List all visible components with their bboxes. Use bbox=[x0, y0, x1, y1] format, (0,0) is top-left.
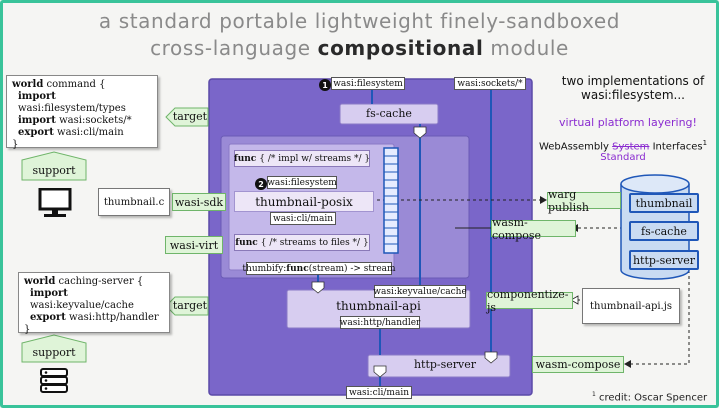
code-keyword: world bbox=[24, 276, 56, 287]
thumbify-func-kw: func bbox=[286, 263, 309, 274]
wasi-filesystem-import: wasi:filesystem bbox=[331, 77, 405, 90]
target-label-bottom: target bbox=[172, 299, 208, 312]
wasi-virt-tool: wasi-virt bbox=[165, 236, 223, 254]
code-text: command { bbox=[43, 79, 106, 90]
code-text: } bbox=[24, 324, 31, 335]
wasi-keyvalue-cache-import: wasi:keyvalue/cache bbox=[373, 285, 467, 298]
http-server-label: http-server bbox=[413, 358, 477, 371]
support-label-bottom: support bbox=[32, 346, 76, 359]
wasi-cli-main-export: wasi:cli/main bbox=[346, 386, 412, 399]
code-text: caching-server { bbox=[55, 276, 144, 287]
wasi-sockets-import: wasi:sockets/* bbox=[454, 77, 526, 90]
warg-publish-tool: warg publish bbox=[547, 188, 621, 214]
code-text: wasi:keyvalue/cache bbox=[30, 300, 134, 311]
code-keyword: export bbox=[30, 312, 66, 323]
marker-1: 1 bbox=[319, 79, 331, 91]
computer-icon bbox=[38, 188, 72, 217]
thumbnail-posix-label: thumbnail-posix bbox=[234, 191, 374, 212]
code-text: } bbox=[12, 139, 19, 150]
footnote-text: credit: Oscar Spencer bbox=[595, 392, 708, 404]
code-keyword: import bbox=[18, 91, 56, 102]
footnote-mark: 1 bbox=[592, 391, 596, 398]
marker-2: 2 bbox=[255, 178, 267, 190]
func-streams-to-files: func{ /* streams to files */ } bbox=[234, 234, 370, 251]
wasi-cli-main-export-inner: wasi:cli/main bbox=[270, 212, 336, 225]
wasi-standard-note: WebAssembly System Interfaces1 Standard bbox=[528, 139, 718, 163]
note-standard: Standard bbox=[600, 152, 646, 164]
two-implementations-note: two implementations of wasi:filesystem..… bbox=[553, 74, 713, 102]
wasi-sdk-tool: wasi-sdk bbox=[172, 193, 226, 211]
registry-item: fs-cache bbox=[629, 221, 699, 241]
wasm-compose-tool-top: wasm-compose bbox=[491, 216, 576, 242]
thumbnail-api-label: thumbnail-api bbox=[336, 299, 421, 313]
componentize-js-tool: componentize-js bbox=[486, 288, 573, 314]
wasi-filesystem-import-inner: wasi:filesystem bbox=[267, 176, 337, 189]
func-keyword: func bbox=[233, 153, 257, 164]
http-server-panel bbox=[367, 354, 511, 378]
wasm-compose-tool-bottom: wasm-compose bbox=[532, 356, 624, 373]
func-impl-streams: func{ /* impl w/ streams */ } bbox=[234, 150, 370, 167]
code-text: wasi:filesystem/types bbox=[18, 103, 126, 114]
note-footnote-mark: 1 bbox=[702, 139, 708, 147]
slide-title-line2: cross-language compositional module bbox=[0, 36, 719, 60]
thumbify-type: (stream) -> stream bbox=[308, 263, 396, 274]
code-keyword: import bbox=[30, 288, 68, 299]
wasi-http-handler-export: wasi:http/handler bbox=[339, 316, 421, 329]
code-keyword: world bbox=[12, 79, 44, 90]
note-text: WebAssembly bbox=[538, 141, 613, 153]
fs-cache-label: fs-cache bbox=[366, 107, 412, 120]
world-command-code: world command { import wasi:filesystem/t… bbox=[6, 75, 158, 150]
registry-item: http-server bbox=[629, 250, 699, 270]
note-line: wasi:filesystem... bbox=[581, 88, 685, 102]
server-icon bbox=[40, 368, 68, 393]
world-caching-server-code: world caching-server { import wasi:keyva… bbox=[18, 272, 170, 335]
support-label-top: support bbox=[32, 164, 76, 177]
code-text: wasi:cli/main bbox=[53, 127, 124, 138]
thumbify-name: thumbify: bbox=[242, 263, 287, 274]
func-body: { /* streams to files */ } bbox=[260, 237, 369, 248]
fs-cache-panel bbox=[339, 103, 439, 125]
thumbify-signature: thumbify: func(stream) -> stream bbox=[242, 262, 396, 275]
title-post: module bbox=[483, 36, 569, 60]
thumbnail-c-file: thumbnail.c bbox=[98, 188, 170, 216]
title-pre: cross-language bbox=[150, 36, 318, 60]
target-label-top: target bbox=[172, 110, 208, 123]
note-struck: System bbox=[612, 141, 650, 153]
func-keyword: func bbox=[235, 237, 258, 248]
credit-footnote: 1 credit: Oscar Spencer bbox=[592, 391, 707, 403]
registry-item: thumbnail bbox=[629, 193, 699, 213]
code-text: wasi:sockets/* bbox=[55, 115, 132, 126]
title-bold: compositional bbox=[317, 36, 484, 60]
func-body: { /* impl w/ streams */ } bbox=[259, 153, 371, 164]
note-text: Interfaces bbox=[649, 141, 703, 153]
virtual-layering-note: virtual platform layering! bbox=[559, 116, 697, 129]
code-keyword: export bbox=[18, 127, 54, 138]
slide-title-line1: a standard portable lightweight finely-s… bbox=[98, 9, 621, 33]
code-keyword: import bbox=[18, 115, 56, 126]
thumbnail-api-js-file: thumbnail-api.js bbox=[582, 288, 680, 324]
note-line: two implementations of bbox=[561, 74, 705, 88]
code-text: wasi:http/handler bbox=[65, 312, 159, 323]
